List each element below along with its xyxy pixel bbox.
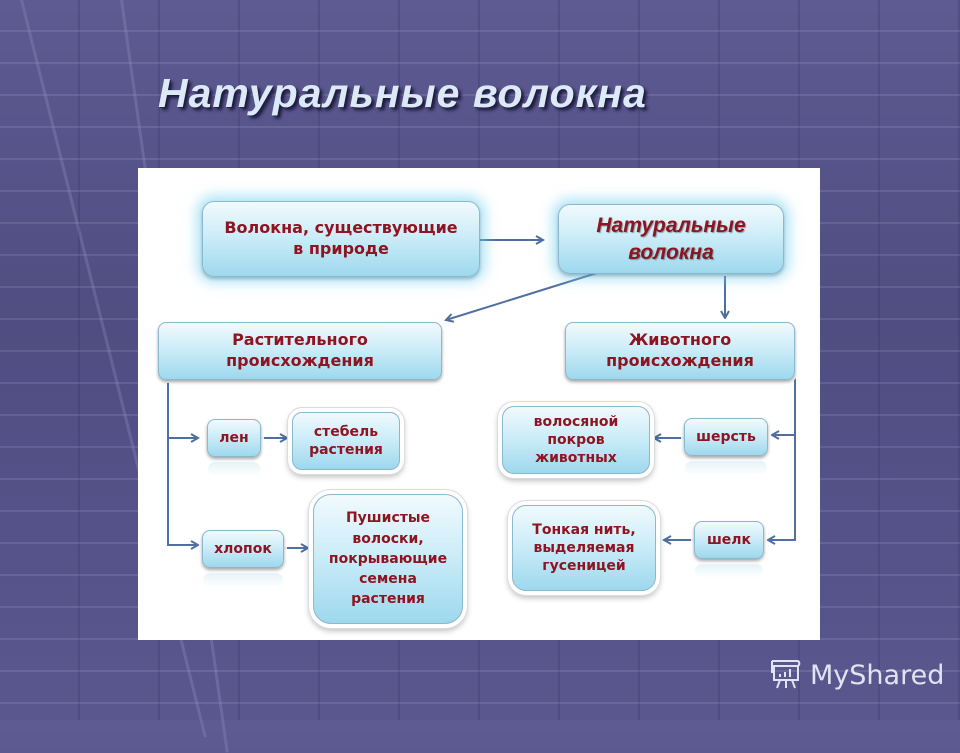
node-label: Пушистые волоски, покрывающие семена рас… — [328, 510, 448, 608]
node-label: шерсть — [696, 428, 756, 445]
node-fibers-in-nature: Волокна, существующие в природе — [202, 201, 480, 277]
node-label: Тонкая нить, выделяемая гусеницей — [532, 521, 636, 575]
node-cotton: хлопок — [202, 530, 284, 568]
node-wool-source: волосяной покров животных — [502, 406, 650, 474]
node-reflection — [203, 573, 283, 587]
node-cotton-source: Пушистые волоски, покрывающие семена рас… — [313, 494, 463, 624]
node-label: хлопок — [214, 540, 272, 557]
node-silk: шелк — [694, 521, 764, 559]
node-reflection — [208, 462, 260, 476]
node-plant-origin: Растительного происхождения — [158, 322, 442, 380]
node-animal-origin: Животного происхождения — [565, 322, 795, 380]
node-flax: лен — [207, 419, 261, 457]
node-reflection — [685, 461, 767, 475]
node-label: Животного происхождения — [606, 330, 754, 370]
slide-title: Натуральные волокна — [158, 70, 647, 116]
node-reflection — [695, 564, 763, 578]
node-silk-source: Тонкая нить, выделяемая гусеницей — [512, 505, 656, 591]
watermark: MyShared — [768, 655, 944, 696]
node-wool: шерсть — [684, 418, 768, 456]
node-label: Натуральные волокна — [596, 213, 746, 264]
node-label: Волокна, существующие в природе — [224, 218, 458, 258]
node-label: стебель растения — [309, 423, 383, 458]
node-label: лен — [219, 429, 249, 446]
node-label: Растительного происхождения — [226, 330, 374, 370]
node-natural-fibers: Натуральные волокна — [558, 204, 784, 274]
node-label: шелк — [706, 531, 752, 548]
node-flax-source: стебель растения — [292, 412, 400, 470]
node-label: волосяной покров животных — [533, 413, 619, 467]
watermark-text: MyShared — [810, 660, 945, 691]
presentation-board-icon — [768, 655, 804, 696]
